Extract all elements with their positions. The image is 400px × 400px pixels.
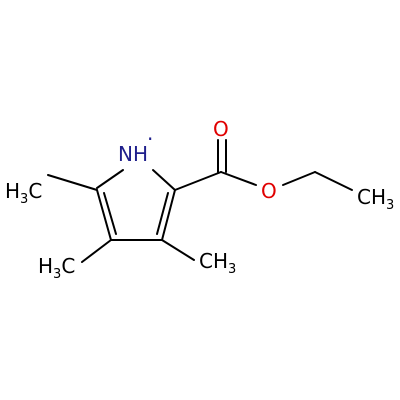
- methyl-c5-h: H: [5, 179, 20, 203]
- methyl-c3-ch: CH: [199, 249, 228, 273]
- methyl-c5-c: C: [28, 179, 42, 203]
- bond-ester-o-ch2: [282, 171, 316, 186]
- methyl-c3-sub: 3: [228, 262, 236, 277]
- bond-c3-c2-inner: [156, 192, 169, 235]
- bond-carbonyl-ester-o: [220, 171, 257, 186]
- bond-n1-c5: [96, 169, 124, 189]
- bond-ch2-ch3: [314, 171, 353, 191]
- bond-c5-c4-inner: [103, 192, 117, 235]
- carbonyl-oxygen-label: O: [213, 117, 229, 141]
- nitrogen-atom-label: N H ·: [118, 127, 153, 166]
- bond-c2-n1: [152, 169, 176, 191]
- bond-c2-carbonyl: [174, 171, 222, 191]
- methyl-c5-sub: 3: [20, 192, 28, 207]
- ethyl-ch3-label: CH3: [357, 185, 394, 213]
- bond-c3-c2: [161, 189, 176, 241]
- methyl-c4-h: H: [38, 254, 53, 278]
- methyl-c3-label: CH3: [199, 249, 236, 277]
- bond-c4-methyl: [81, 239, 112, 263]
- ethyl-ch: CH: [357, 185, 386, 209]
- bond-c5-c4: [96, 189, 112, 241]
- bond-c5-methyl: [47, 174, 98, 191]
- methyl-c5-label: H3C: [5, 179, 42, 207]
- methyl-c4-label: H3C: [38, 254, 75, 282]
- nitrogen-hydrogen: H: [133, 142, 148, 166]
- nitrogen-symbol: N: [118, 142, 133, 166]
- ethyl-sub: 3: [386, 198, 394, 213]
- methyl-c4-c: C: [61, 254, 75, 278]
- methyl-c4-sub: 3: [53, 267, 61, 282]
- ester-oxygen-label: O: [261, 179, 277, 203]
- bond-c3-methyl: [161, 239, 195, 261]
- radical-dot: ·: [147, 127, 153, 151]
